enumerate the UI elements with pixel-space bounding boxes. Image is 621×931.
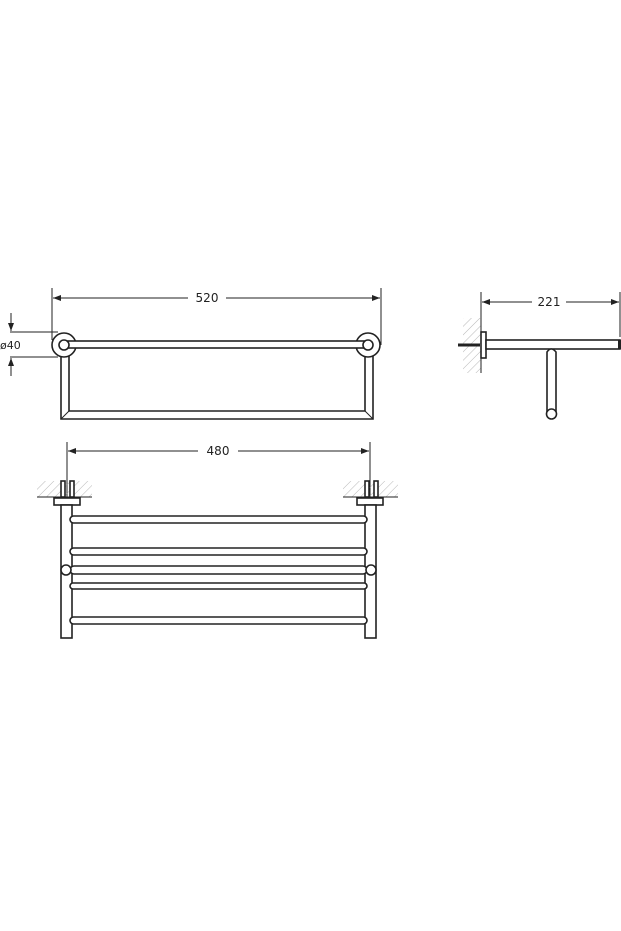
top-view: 520 ø40 [0,288,382,420]
shelf-bars [69,515,368,625]
bar-end-left [60,564,72,576]
arm-bar [485,339,621,350]
bar-end-right [365,564,377,576]
mount-plate-right [356,497,384,506]
dimension-520-label: 520 [196,291,219,305]
dimension-diameter-label: ø40 [0,339,21,352]
front-view: 480 [37,442,398,639]
drop-rod [546,348,557,413]
frame [60,345,374,420]
wall-hatch-right [343,481,398,497]
dimension-480-label: 480 [207,444,230,458]
mount-plate-left [53,497,81,506]
drop-rod-end [545,408,558,420]
side-view: 221 [458,292,621,420]
dimension-221-label: 221 [538,295,561,309]
top-bar [63,340,369,349]
screw-icons [60,480,379,498]
